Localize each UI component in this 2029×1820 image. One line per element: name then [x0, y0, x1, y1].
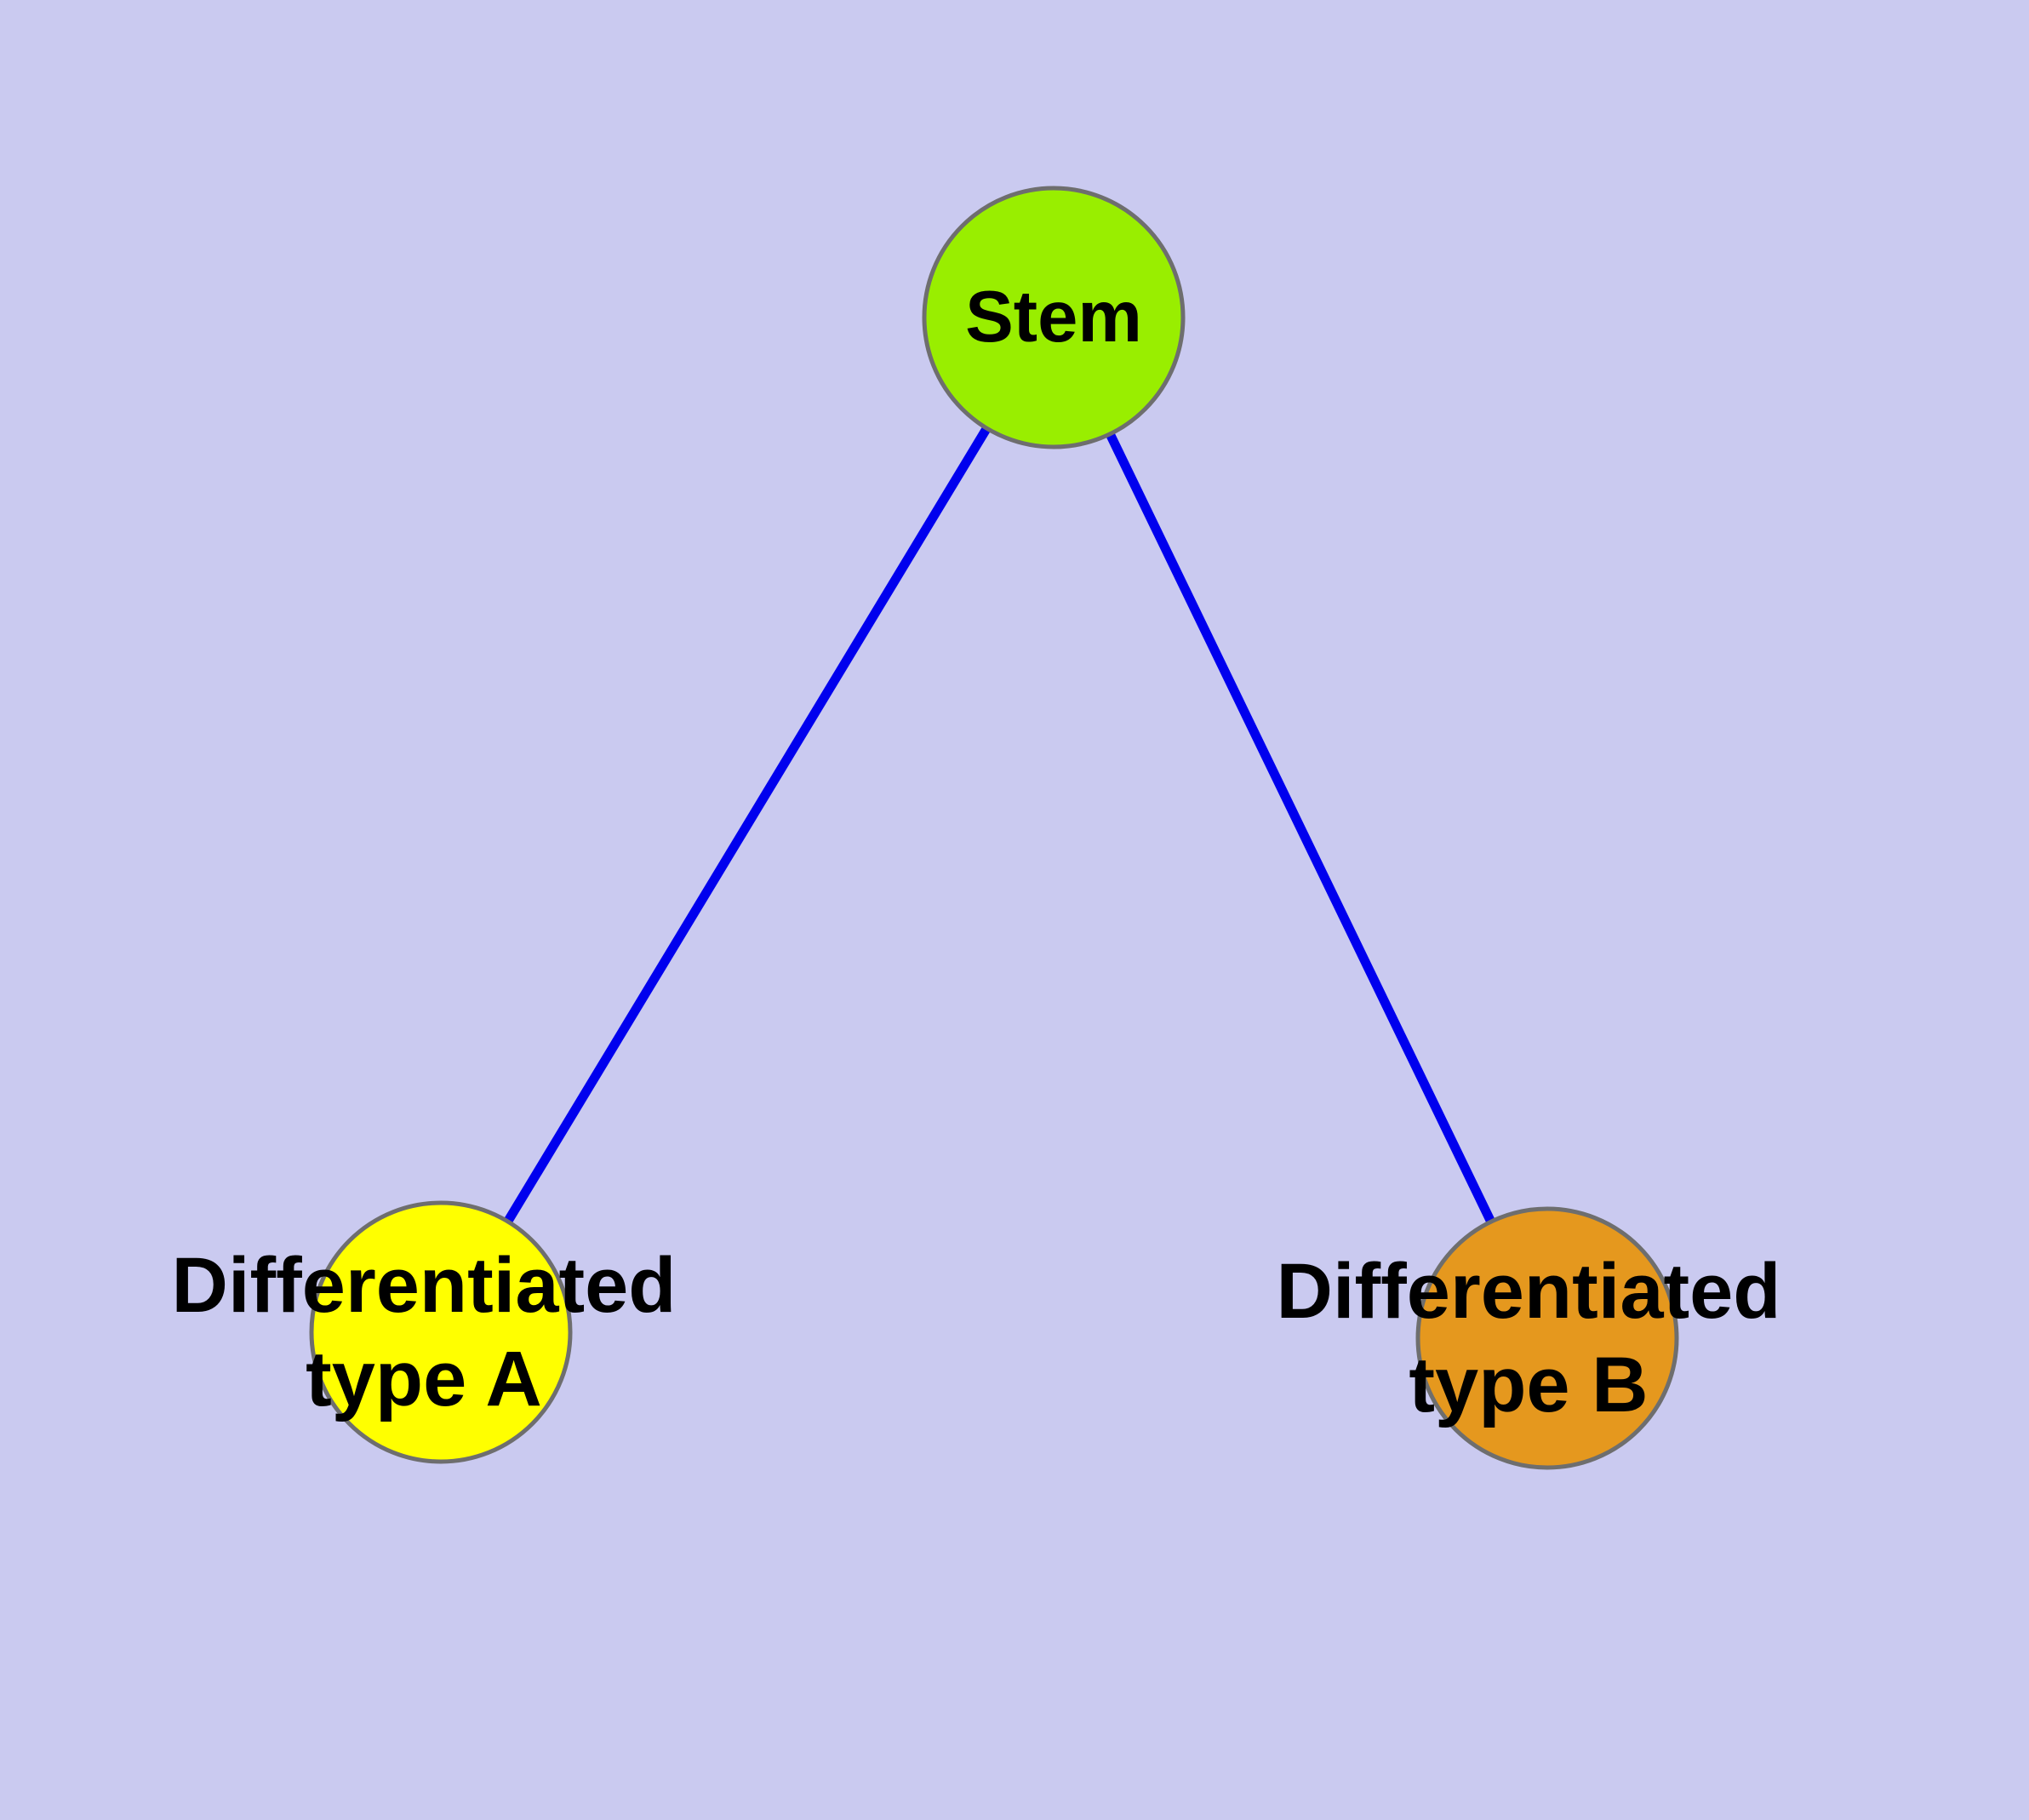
node-stem-circle	[922, 186, 1186, 449]
node-differentiated-type-b-circle	[1415, 1206, 1679, 1470]
node-differentiated-type-a-circle	[309, 1200, 573, 1464]
edge-stem-to-type-b	[1049, 315, 1552, 1341]
edge-stem-to-type-a	[437, 315, 1058, 1335]
